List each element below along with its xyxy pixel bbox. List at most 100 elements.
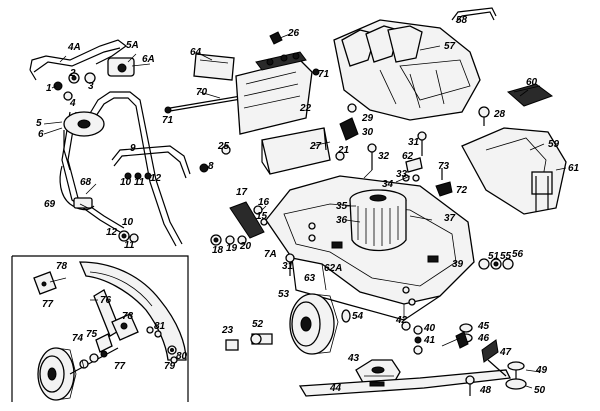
- label-78-lower: 78: [122, 311, 134, 322]
- label-50: 50: [534, 385, 546, 396]
- grass-box-flap: [235, 51, 320, 135]
- washer-54: [341, 309, 351, 323]
- handle-lower-u: [111, 145, 209, 180]
- label-35: 35: [336, 201, 348, 212]
- label-75: 75: [86, 329, 98, 340]
- handle-fasteners: [118, 230, 139, 243]
- right-small-parts: [455, 323, 507, 377]
- label-77-lower: 77: [114, 361, 126, 372]
- label-28: 28: [494, 109, 506, 120]
- axle-nuts: [210, 234, 247, 246]
- label-21: 21: [338, 145, 350, 156]
- label-15: 15: [256, 211, 268, 222]
- label-62: 62: [402, 151, 414, 162]
- label-31-lower: 31: [282, 261, 294, 272]
- washers-right: [478, 258, 514, 270]
- label-6A: 6A: [142, 54, 155, 65]
- label-10-upper: 10: [120, 177, 132, 188]
- label-72: 72: [456, 185, 468, 196]
- label-69: 69: [44, 199, 56, 210]
- label-44: 44: [330, 383, 342, 394]
- bottom-right-parts: [465, 361, 527, 396]
- label-34: 34: [382, 179, 394, 190]
- label-12-upper: 12: [150, 173, 162, 184]
- switch-lever: [339, 103, 359, 141]
- switch-box: [63, 111, 105, 171]
- clip-part: [269, 31, 283, 45]
- label-40: 40: [424, 323, 436, 334]
- wheel-hub-parts: [225, 333, 273, 351]
- label-29: 29: [362, 113, 374, 124]
- label-plate: [193, 53, 235, 81]
- label-48: 48: [480, 385, 492, 396]
- power-cable: [59, 165, 95, 211]
- label-53: 53: [278, 289, 290, 300]
- blade-bolt-stack: [401, 321, 423, 355]
- label-3: 3: [88, 81, 94, 92]
- motor: [349, 189, 407, 252]
- label-49: 49: [536, 365, 548, 376]
- label-81: 81: [154, 321, 166, 332]
- label-19: 19: [226, 243, 238, 254]
- label-5: 5: [36, 118, 42, 129]
- leader-lines: [43, 33, 567, 389]
- label-58: 58: [456, 15, 468, 26]
- label-11-lower: 11: [124, 240, 135, 251]
- label-71-left: 71: [162, 115, 174, 126]
- screws-small: [221, 131, 427, 170]
- label-31: 31: [408, 137, 420, 148]
- deck-screws: [285, 222, 439, 306]
- label-20: 20: [240, 241, 252, 252]
- label-59: 59: [548, 139, 560, 150]
- inset-frame: [11, 255, 189, 402]
- label-78-inset: 78: [56, 261, 68, 272]
- inset-bracket-78: [33, 271, 57, 295]
- label-7A: 7A: [264, 249, 277, 260]
- label-6: 6: [38, 129, 44, 140]
- label-54: 54: [352, 311, 364, 322]
- label-10-lower: 10: [122, 217, 134, 228]
- label-23: 23: [222, 325, 234, 336]
- label-2: 2: [70, 68, 76, 79]
- label-1: 1: [46, 83, 52, 94]
- label-62A: 62A: [324, 263, 343, 274]
- label-61: 61: [568, 163, 580, 174]
- label-17: 17: [236, 187, 248, 198]
- label-11-upper: 11: [134, 177, 145, 188]
- label-36: 36: [336, 215, 348, 226]
- cutting-blade: [298, 369, 511, 397]
- label-74: 74: [72, 333, 84, 344]
- rear-wheel: [289, 293, 339, 355]
- label-41: 41: [424, 335, 436, 346]
- label-32: 32: [378, 151, 390, 162]
- label-68: 68: [80, 177, 92, 188]
- label-43: 43: [348, 353, 360, 364]
- inset-lever: [93, 289, 162, 341]
- inset-nuts: [167, 345, 178, 364]
- catcher-handle: [451, 7, 497, 23]
- handle-knob-parts: [53, 72, 96, 101]
- label-4: 4: [70, 98, 76, 109]
- label-22: 22: [300, 103, 312, 114]
- rear-cover: [461, 127, 567, 215]
- label-52: 52: [252, 319, 264, 330]
- label-16: 16: [258, 197, 270, 208]
- cable-clamps: [402, 157, 453, 197]
- label-30: 30: [362, 127, 374, 138]
- label-57: 57: [444, 41, 456, 52]
- label-5A: 5A: [126, 40, 139, 51]
- label-26: 26: [288, 28, 300, 39]
- inset-deck-section: [79, 261, 187, 361]
- label-9: 9: [130, 143, 136, 154]
- label-55: 55: [500, 251, 512, 262]
- label-47: 47: [500, 347, 512, 358]
- label-56: 56: [512, 249, 524, 260]
- catcher-grille: [506, 83, 554, 107]
- inset-front-wheel: [37, 347, 77, 401]
- label-60: 60: [526, 77, 538, 88]
- label-64: 64: [190, 47, 202, 58]
- label-70: 70: [196, 87, 208, 98]
- label-27: 27: [310, 141, 322, 152]
- label-80: 80: [176, 351, 188, 362]
